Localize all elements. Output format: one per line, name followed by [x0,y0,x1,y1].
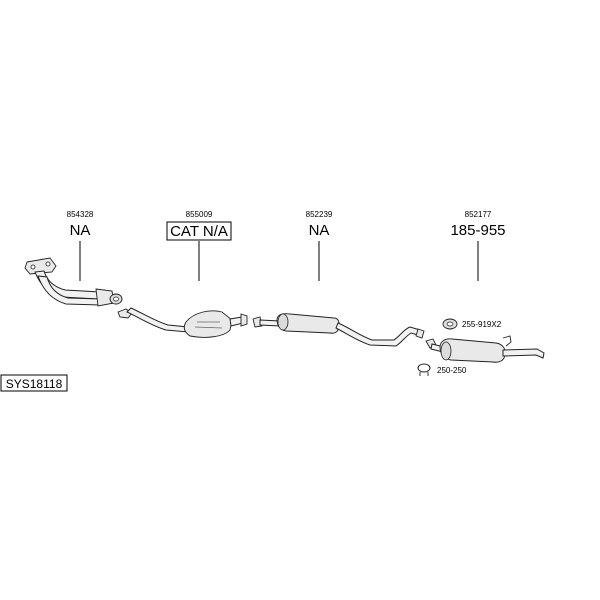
part-number: 852239 [306,210,333,219]
tail-pipe [502,348,545,359]
centre-silencer-part[interactable] [252,313,425,347]
part-number: 855009 [186,210,213,219]
flange-hole [45,261,51,267]
cat-body-seam [194,321,223,329]
code-box [166,221,232,241]
clamp-accessory[interactable]: 250-250 [417,363,467,376]
silencer-end-cap [440,341,452,361]
rubber-mounting-accessory[interactable]: 255-919X2 [442,318,502,330]
part-label-855009[interactable]: 855009 CAT N/A [166,210,232,241]
part-code: CAT N/A [170,223,228,240]
part-label-854328[interactable]: 854328 NA [67,210,94,239]
cat-inlet-pipe [126,307,189,333]
system-code-box [0,374,68,392]
rear-hanger-bracket [502,335,512,347]
part-code: NA [309,222,330,239]
catalytic-converter-body [183,310,233,338]
system-code-badge: SYS18118 [0,374,68,392]
silencer-end-cap [277,313,289,331]
part-label-852177[interactable]: 852177 185-955 [450,210,505,239]
clamp-bolt-icon [419,372,429,376]
cat-outlet-flange [240,313,248,327]
part-code: NA [70,222,91,239]
centre-outlet-pipe [335,322,421,347]
part-number: 852177 [465,210,492,219]
catalytic-converter-part[interactable] [117,307,248,338]
clamp-icon [417,363,431,373]
part-label-852239[interactable]: 852239 NA [306,210,333,239]
flange-hole [30,264,36,270]
clamp-label: 250-250 [437,366,467,375]
front-pipe-part[interactable] [24,257,123,307]
centre-outlet-flange [415,328,425,339]
mounting-hole [446,321,454,327]
part-number: 854328 [67,210,94,219]
system-code-label: SYS18118 [6,377,63,391]
part-code: 185-955 [450,222,505,239]
rubber-mounting-label: 255-919X2 [462,320,502,329]
rear-silencer-part[interactable] [425,335,545,363]
gasket-hole [113,296,119,302]
